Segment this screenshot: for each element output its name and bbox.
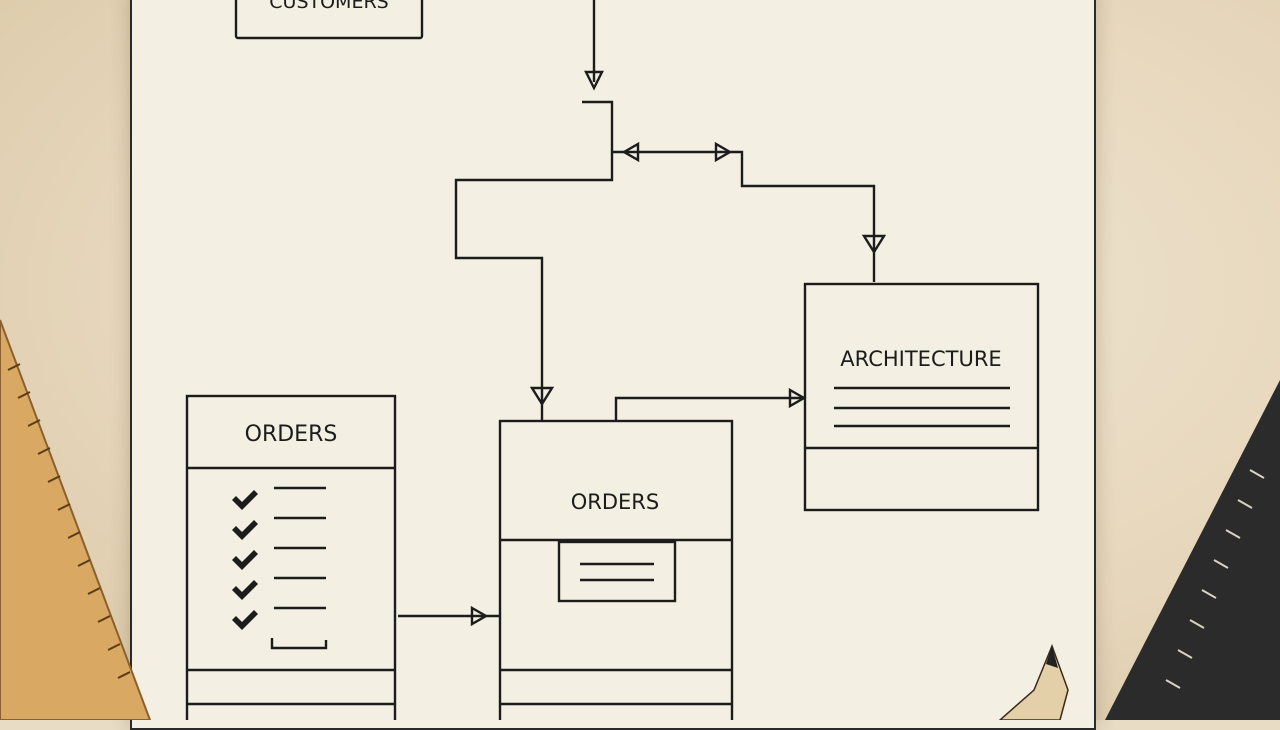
connector-center-architecture xyxy=(614,396,804,420)
orders-center-title: ORDERS xyxy=(571,490,659,514)
orders-left-footer-lines xyxy=(187,668,395,706)
arrow-branch-right xyxy=(714,141,733,163)
architecture-lines xyxy=(834,386,1010,428)
arrow-to-orders-center xyxy=(529,386,555,407)
orders-left-rows xyxy=(270,486,328,650)
check-icon xyxy=(232,580,258,600)
check-icon xyxy=(232,610,258,630)
orders-center-table[interactable] xyxy=(498,419,734,720)
orders-center-note xyxy=(557,540,677,603)
orders-center-footer-lines xyxy=(500,668,732,706)
customers-box[interactable] xyxy=(234,0,424,40)
connector-right-branch xyxy=(612,150,876,282)
orders-left-table[interactable] xyxy=(185,394,397,720)
check-icon xyxy=(232,520,258,540)
check-icons xyxy=(232,490,258,630)
arrow-top xyxy=(584,70,604,91)
customers-title: CUSTOMERS xyxy=(269,0,388,13)
connector-left-branch xyxy=(454,152,614,420)
wooden-ruler xyxy=(0,319,152,720)
dark-set-square xyxy=(1105,380,1280,720)
connector-top-bend xyxy=(582,100,614,152)
arrow-to-architecture xyxy=(861,234,887,255)
arrow-branch-left xyxy=(621,141,640,163)
arrow-to-architecture-side xyxy=(788,387,807,409)
check-icon xyxy=(232,490,258,510)
check-icon xyxy=(232,550,258,570)
architecture-box[interactable] xyxy=(803,282,1040,512)
arrow-orders-link xyxy=(470,605,489,627)
orders-left-title: ORDERS xyxy=(245,422,338,447)
pencil-icon xyxy=(998,643,1069,720)
architecture-title: ARCHITECTURE xyxy=(840,347,1001,371)
orders-center-note-lines xyxy=(580,562,654,582)
